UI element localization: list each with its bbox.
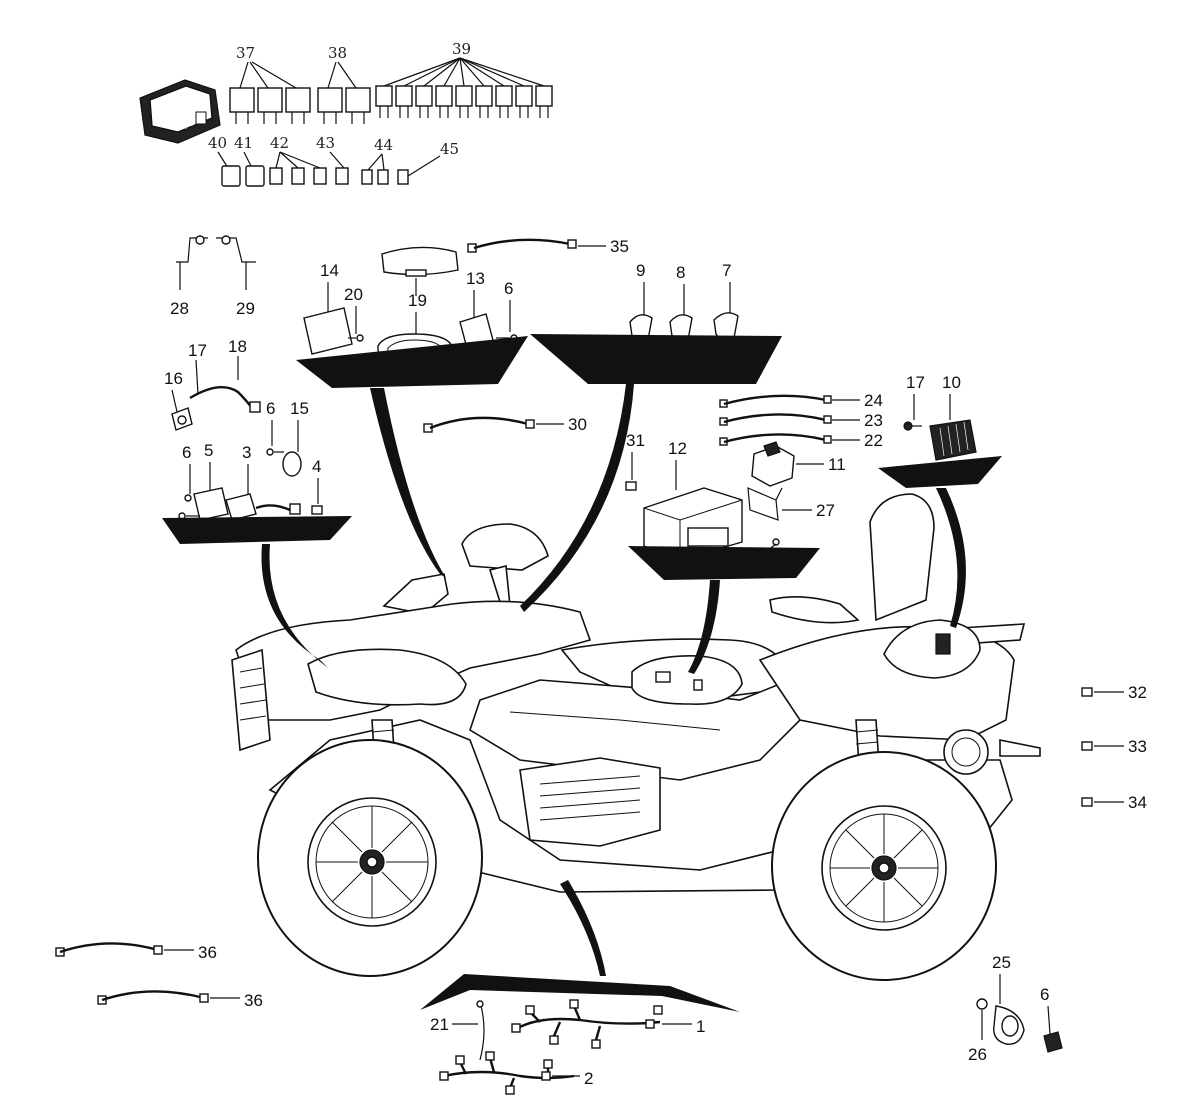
wire-36-group: 36 36 — [55, 942, 263, 1010]
callout-3: 3 — [242, 443, 251, 462]
front-wheel — [257, 739, 483, 977]
callout-14: 14 — [320, 261, 339, 280]
wedge-center-dash — [296, 336, 528, 388]
callout-26: 26 — [968, 1045, 987, 1064]
callout-37: 37 — [236, 44, 255, 62]
fuse-40 — [221, 165, 241, 187]
wedge-front-left — [162, 516, 352, 544]
callout-34: 34 — [1128, 793, 1147, 812]
callout-41: 41 — [234, 134, 253, 152]
callout-17-left: 17 — [188, 341, 207, 360]
callout-43: 43 — [316, 134, 335, 152]
atv-vehicle — [231, 493, 1041, 981]
relay-group-37: 37 — [229, 44, 311, 124]
callout-12: 12 — [668, 439, 687, 458]
callout-6-b: 6 — [182, 443, 191, 462]
wire-30: 30 — [423, 415, 587, 434]
battery-group: 31 12 24 23 22 11 27 — [625, 391, 883, 564]
callout-7: 7 — [722, 261, 731, 280]
callout-35: 35 — [610, 237, 629, 256]
callout-11: 11 — [828, 455, 846, 474]
ribbon-front-left — [261, 544, 328, 668]
callout-2: 2 — [584, 1069, 593, 1088]
fuse-41 — [245, 165, 265, 187]
fuse-box — [139, 79, 221, 144]
callout-9: 9 — [636, 261, 645, 280]
callout-8: 8 — [676, 263, 685, 282]
zone-regulator — [883, 619, 981, 679]
relay-group-38: 38 — [317, 44, 371, 124]
callout-44: 44 — [374, 136, 393, 154]
regulator-group: 17 10 — [903, 373, 977, 461]
callout-4: 4 — [312, 457, 321, 476]
harness-group: 21 1 2 — [430, 999, 705, 1095]
zone-battery — [631, 655, 743, 705]
callout-6-d: 6 — [1040, 985, 1049, 1004]
ribbon-harness — [560, 880, 606, 976]
callout-17-right: 17 — [906, 373, 925, 392]
wedge-switch — [530, 334, 782, 384]
clamp-group: 25 26 6 — [968, 953, 1063, 1064]
callout-40: 40 — [208, 134, 227, 152]
callout-16: 16 — [164, 369, 183, 388]
callout-5: 5 — [204, 441, 213, 460]
callout-10: 10 — [942, 373, 961, 392]
front-left-group: 17 18 16 15 6 6 5 3 4 — [164, 337, 323, 521]
callout-13: 13 — [466, 269, 485, 288]
callout-29: 29 — [236, 299, 255, 318]
ribbon-battery — [688, 580, 720, 674]
callout-42: 42 — [270, 134, 289, 152]
callout-23: 23 — [864, 411, 883, 430]
callout-18: 18 — [228, 337, 247, 356]
callout-25: 25 — [992, 953, 1011, 972]
zone-front-left — [307, 648, 467, 706]
ribbon-regulator — [936, 488, 966, 628]
callout-21: 21 — [430, 1015, 449, 1034]
callout-6-a: 6 — [266, 399, 275, 418]
fuse-relay-group: 37 38 39 — [139, 40, 553, 187]
callout-45: 45 — [440, 140, 459, 158]
wedge-battery — [628, 546, 820, 580]
wedge-regulator — [878, 456, 1002, 488]
callout-30: 30 — [568, 415, 587, 434]
wire-35: 35 — [467, 237, 629, 256]
callout-6-c: 6 — [504, 279, 513, 298]
relay-group-39: 39 — [375, 40, 553, 118]
callout-33: 33 — [1128, 737, 1147, 756]
callout-36-a: 36 — [198, 943, 217, 962]
callout-27: 27 — [816, 501, 835, 520]
loose-parts-right: 32 33 34 — [1081, 683, 1147, 812]
wedge-harness — [420, 974, 740, 1012]
callout-15: 15 — [290, 399, 309, 418]
bracket-group: 28 29 — [170, 235, 256, 318]
callout-39: 39 — [452, 40, 471, 58]
callout-31: 31 — [626, 431, 645, 450]
rear-wheel — [771, 751, 997, 981]
callout-38: 38 — [328, 44, 347, 62]
callout-28: 28 — [170, 299, 189, 318]
callout-24: 24 — [864, 391, 883, 410]
callout-36-b: 36 — [244, 991, 263, 1010]
ribbon-center-dash — [370, 388, 446, 578]
callout-20-a: 20 — [344, 285, 363, 304]
callout-32: 32 — [1128, 683, 1147, 702]
callout-19: 19 — [408, 291, 427, 310]
callout-1: 1 — [696, 1017, 705, 1036]
callout-22: 22 — [864, 431, 883, 450]
